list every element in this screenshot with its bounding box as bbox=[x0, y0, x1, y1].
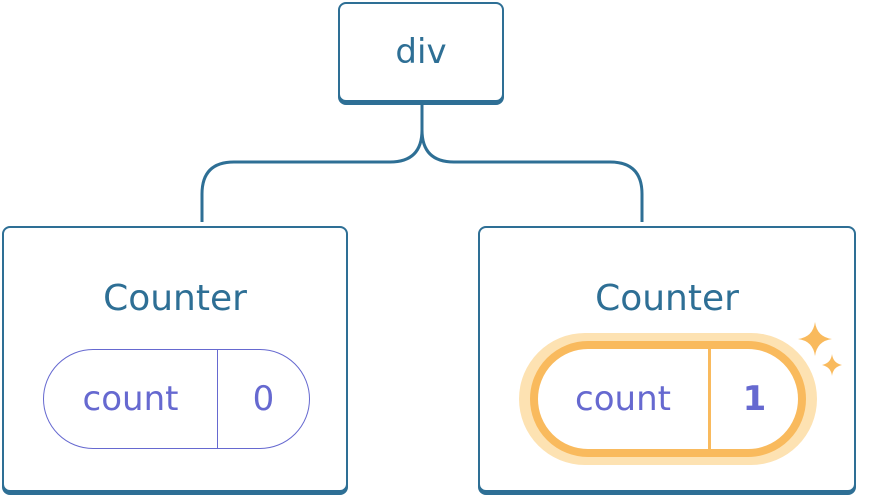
counter-node-left: Counter count 0 bbox=[2, 226, 348, 492]
counter-title: Counter bbox=[103, 278, 247, 319]
div-node-label: div bbox=[395, 32, 447, 72]
state-pill-highlighted: count 1 bbox=[530, 341, 806, 457]
state-label: count bbox=[538, 349, 711, 449]
div-node: div bbox=[338, 2, 504, 102]
state-value: 0 bbox=[252, 379, 275, 419]
state-value: 1 bbox=[742, 379, 767, 419]
state-pill: count 0 bbox=[43, 349, 310, 449]
state-label: count bbox=[44, 350, 218, 448]
counter-node-right: Counter count 1 bbox=[478, 226, 856, 492]
counter-title: Counter bbox=[595, 278, 739, 319]
sparkle-icon bbox=[798, 322, 842, 376]
